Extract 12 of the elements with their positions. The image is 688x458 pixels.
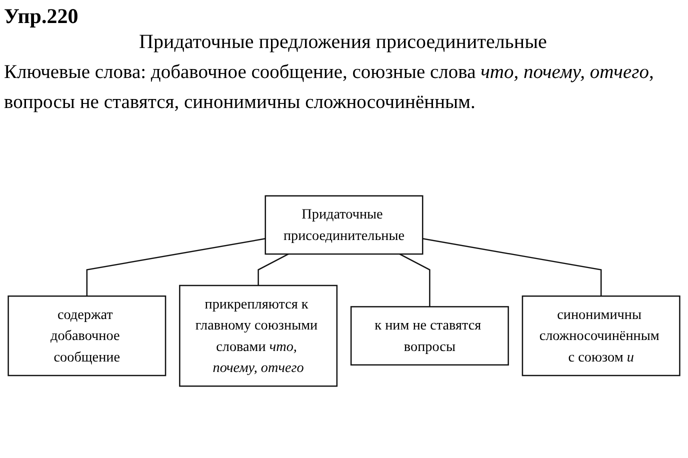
feature-box: прикрепляются к главному союзными словами что, почему, отчего bbox=[179, 284, 338, 387]
feature-box: содержат добавочное сообщение bbox=[8, 295, 166, 376]
connector-line bbox=[399, 254, 430, 307]
key-words-paragraph: Ключевые слова: добавочное сообщение, союзные слова что, почему, отчего, вопросы не ставятся, синонимичны сложносочинённым. bbox=[4, 61, 655, 115]
feature-box: к ним не ставятся вопросы bbox=[350, 306, 509, 366]
connector-line bbox=[86, 238, 266, 296]
heading: Придаточные предложения присоединительные bbox=[139, 31, 547, 54]
concept-box: Придаточные присоединительные bbox=[264, 195, 424, 255]
connector-line bbox=[258, 254, 289, 286]
exercise-number: Упр.220 bbox=[4, 4, 78, 29]
feature-box: синонимичны сложносочинённым с союзом и bbox=[522, 295, 680, 376]
connector-line bbox=[422, 238, 602, 296]
